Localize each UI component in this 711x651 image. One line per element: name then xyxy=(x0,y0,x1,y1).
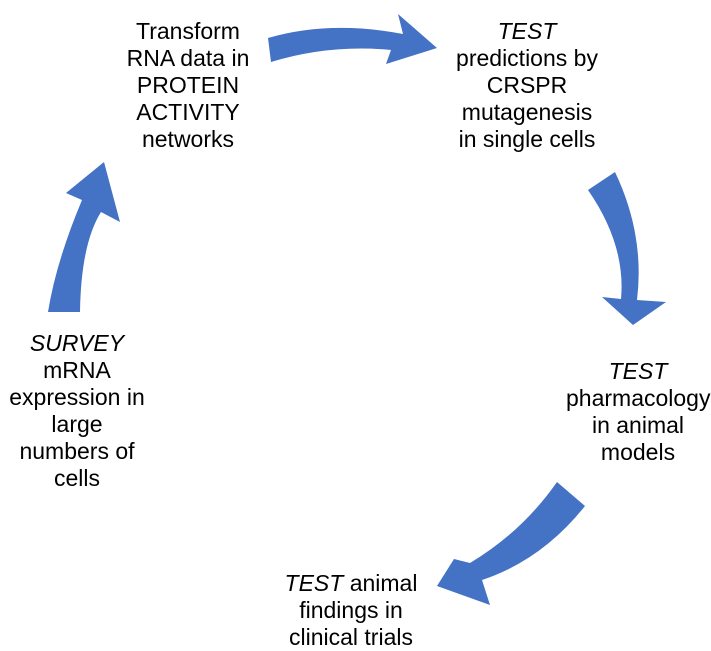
node-survey-line-4: numbers of xyxy=(19,438,135,464)
node-survey-line-1: mRNA xyxy=(43,357,111,383)
node-pharmacology-emphasis: TEST xyxy=(608,358,668,384)
arrow-transform-to-crispr xyxy=(268,14,437,64)
node-pharmacology: TEST pharmacology in animal models xyxy=(566,358,710,466)
node-pharmacology-line-3: models xyxy=(600,439,676,465)
node-transform-line-3: PROTEIN xyxy=(136,72,240,98)
node-transform-line-1: Transform xyxy=(136,18,240,44)
node-transform-line-4: ACTIVITY xyxy=(136,99,240,125)
node-pharmacology-line-1: pharmacology xyxy=(566,385,711,411)
node-crispr-line-4: in single cells xyxy=(458,126,596,152)
node-clinical: TEST animal findings in clinical trials xyxy=(268,570,434,651)
node-crispr-line-3: mutagenesis xyxy=(461,99,593,125)
arrow-pharmacology-to-clinical xyxy=(437,482,585,605)
node-transform-line-5: networks xyxy=(141,126,235,152)
node-survey: SURVEY mRNA expression in large numbers … xyxy=(0,330,154,492)
node-survey-emphasis: SURVEY xyxy=(29,330,125,356)
node-transform-line-2: RNA data in xyxy=(126,45,250,71)
node-clinical-emphasis: TEST xyxy=(284,570,344,596)
node-survey-line-2: expression in xyxy=(9,384,145,410)
node-clinical-line-2: clinical trials xyxy=(289,624,413,650)
node-survey-line-3: large xyxy=(51,411,103,437)
node-transform: Transform RNA data in PROTEIN ACTIVITY n… xyxy=(108,18,268,153)
node-crispr-line-2: CRSPR xyxy=(486,72,568,98)
arrow-crispr-to-pharmacology xyxy=(588,172,666,325)
node-clinical-line-1: findings in xyxy=(299,597,403,623)
node-pharmacology-line-2: in animal xyxy=(591,412,685,438)
node-crispr: TEST predictions by CRSPR mutagenesis in… xyxy=(432,18,622,153)
node-survey-line-5: cells xyxy=(53,465,100,491)
arrow-survey-to-transform xyxy=(48,162,120,312)
node-clinical-emphasis-rest: animal xyxy=(343,570,418,596)
node-clinical-line-0: TEST animal xyxy=(268,570,434,597)
node-crispr-line-1: predictions by xyxy=(456,45,598,71)
node-crispr-emphasis: TEST xyxy=(497,18,557,44)
